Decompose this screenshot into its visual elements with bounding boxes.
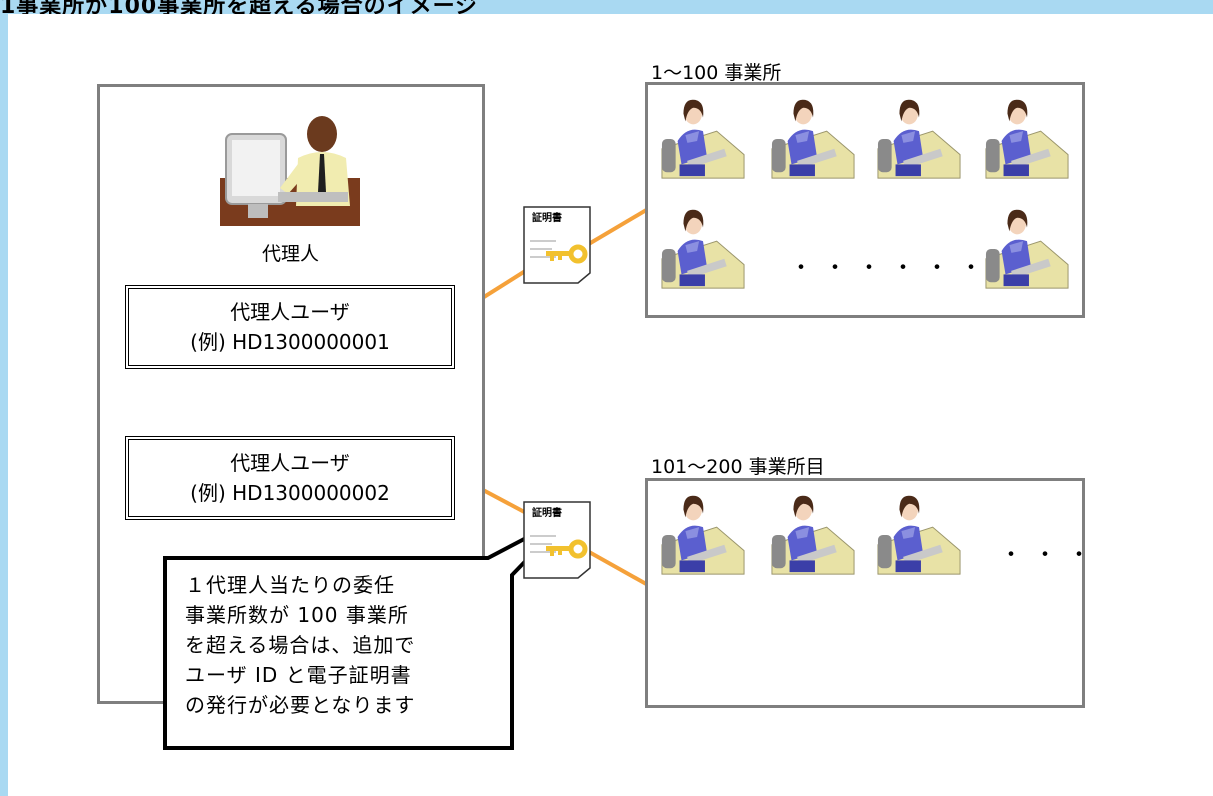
callout-text: １代理人当たりの委任 事業所数が 100 事業所 を超える場合は、追加で ユーザ… xyxy=(185,570,505,720)
callout-line-4: ユーザ ID と電子証明書 xyxy=(185,663,412,687)
agent-computer-icon xyxy=(220,116,360,226)
office-person-icon xyxy=(661,99,745,179)
group-2-title: 101～200 事業所目 xyxy=(651,456,825,478)
connector-line-2b xyxy=(581,546,649,587)
office-person-icon xyxy=(877,99,961,179)
callout-line-1: １代理人当たりの委任 xyxy=(185,573,395,597)
group-1-title: 1～100 事業所 xyxy=(651,62,782,84)
page-header: 1事業所が100事業所を超える場合のイメージ xyxy=(0,0,1213,14)
office-person-icon xyxy=(877,495,961,575)
office-group-2 xyxy=(645,478,1085,708)
office-person-icon xyxy=(771,495,855,575)
agent-user-1-title: 代理人ユーザ xyxy=(230,300,350,324)
page-title: 1事業所が100事業所を超える場合のイメージ xyxy=(0,0,479,14)
office-person-icon xyxy=(661,495,745,575)
connector-line-1b xyxy=(580,207,650,250)
callout-line-2: 事業所数が 100 事業所 xyxy=(185,603,409,627)
certificate-label-2: 証明書 xyxy=(532,508,562,519)
agent-user-2-title: 代理人ユーザ xyxy=(230,451,350,475)
office-person-icon xyxy=(985,209,1069,289)
callout-line-5: の発行が必要となります xyxy=(185,693,416,717)
agent-user-1-id: (例) HD1300000001 xyxy=(190,330,390,354)
agent-label: 代理人 xyxy=(262,243,320,265)
agent-user-box-1: 代理人ユーザ (例) HD1300000001 xyxy=(125,285,455,369)
office-person-icon xyxy=(661,209,745,289)
certificate-icon-1 xyxy=(523,206,591,284)
group-1-ellipsis: ・・・・・・・ xyxy=(790,256,1029,281)
callout-line-3: を超える場合は、追加で xyxy=(185,633,416,657)
group-2-ellipsis: ・・・ xyxy=(1000,543,1103,568)
agent-user-2-id: (例) HD1300000002 xyxy=(190,481,390,505)
agent-user-box-2: 代理人ユーザ (例) HD1300000002 xyxy=(125,436,455,520)
office-person-icon xyxy=(771,99,855,179)
certificate-icon-2 xyxy=(523,501,591,579)
certificate-label-1: 証明書 xyxy=(532,213,562,224)
office-person-icon xyxy=(985,99,1069,179)
